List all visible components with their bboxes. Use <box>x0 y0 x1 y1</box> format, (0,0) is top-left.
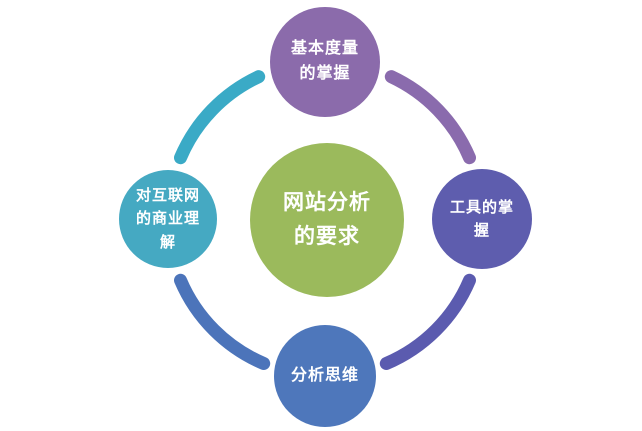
node-internet-business-understanding: 对互联网 的商业理 解 <box>119 170 217 268</box>
ring-arc-bottom-right <box>379 273 476 370</box>
center-label-line: 网站分析 <box>283 191 371 215</box>
node-label-line: 基本度量 <box>290 40 359 58</box>
node-label-line: 的商业理 <box>135 210 200 228</box>
node-label-line: 工具的掌 <box>449 198 514 216</box>
node-analytical-thinking: 分析思维 <box>274 325 376 427</box>
center-node-website-analytics-requirements: 网站分析 的要求 <box>250 143 404 297</box>
ring-arc-bottom-left <box>174 273 271 370</box>
ring-arc-top-left <box>174 70 266 165</box>
node-label-line: 分析思维 <box>290 366 359 384</box>
node-basic-metrics-mastery: 基本度量 的掌握 <box>270 7 380 117</box>
node-label-line: 对互联网 <box>135 187 200 205</box>
ring-arc-top-right <box>384 70 476 165</box>
node-label-line: 解 <box>159 233 176 251</box>
node-tool-mastery: 工具的掌 握 <box>432 169 532 269</box>
center-label-line: 的要求 <box>294 225 360 248</box>
node-label-line: 的掌握 <box>299 65 351 82</box>
node-label-line: 握 <box>473 222 490 239</box>
